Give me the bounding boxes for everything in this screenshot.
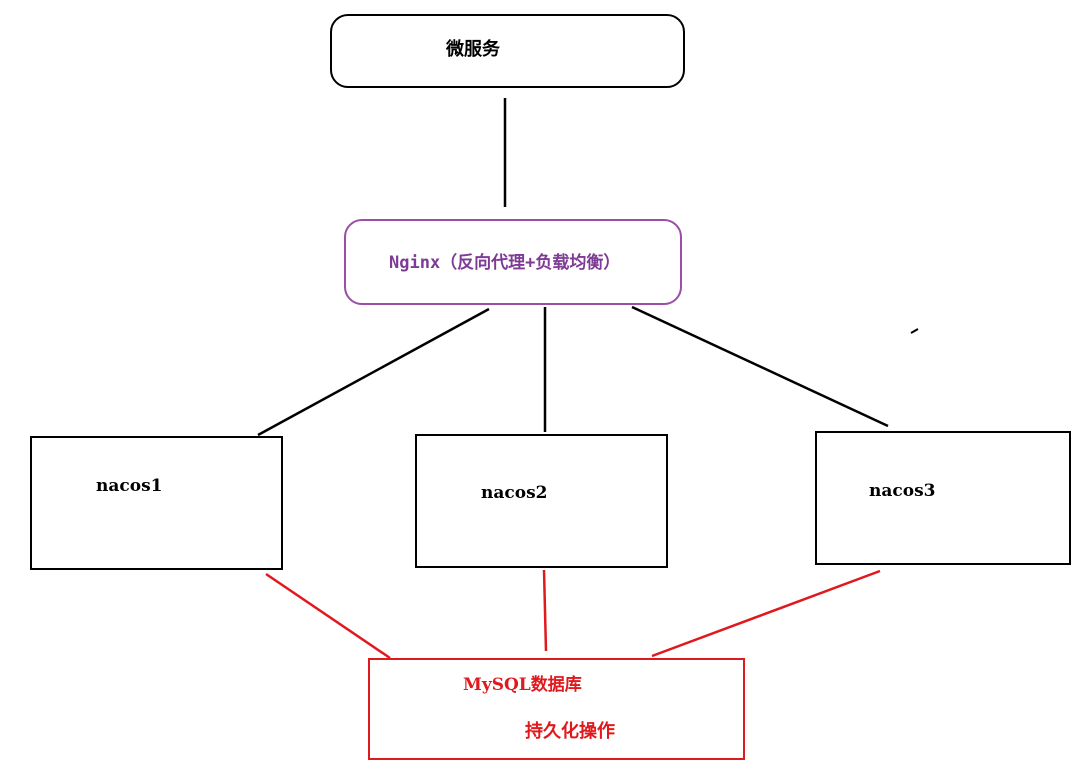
nacos3-node	[815, 431, 1071, 565]
nginx-to-nacos3-line	[631, 305, 889, 428]
stray-mark	[910, 328, 919, 334]
microservice-node	[330, 14, 685, 88]
nacos1-to-mysql-line	[265, 572, 391, 660]
nginx-label: Nginx（反向代理+负载均衡）	[389, 253, 621, 273]
nacos3-to-mysql-line	[651, 569, 881, 658]
mysql-database-label: MySQL数据库	[463, 675, 582, 695]
nacos3-label: nacos3	[869, 481, 936, 501]
mysql-database-node	[368, 658, 745, 760]
nginx-to-nacos1-line	[257, 307, 490, 437]
persistence-label: 持久化操作	[525, 721, 615, 742]
nacos1-label: nacos1	[96, 476, 163, 496]
nacos2-node	[415, 434, 668, 568]
microservice-label: 微服务	[446, 39, 500, 60]
nacos1-node	[30, 436, 283, 570]
nacos2-to-mysql-line	[542, 569, 548, 652]
nacos2-label: nacos2	[481, 483, 548, 503]
nginx-node	[344, 219, 682, 305]
